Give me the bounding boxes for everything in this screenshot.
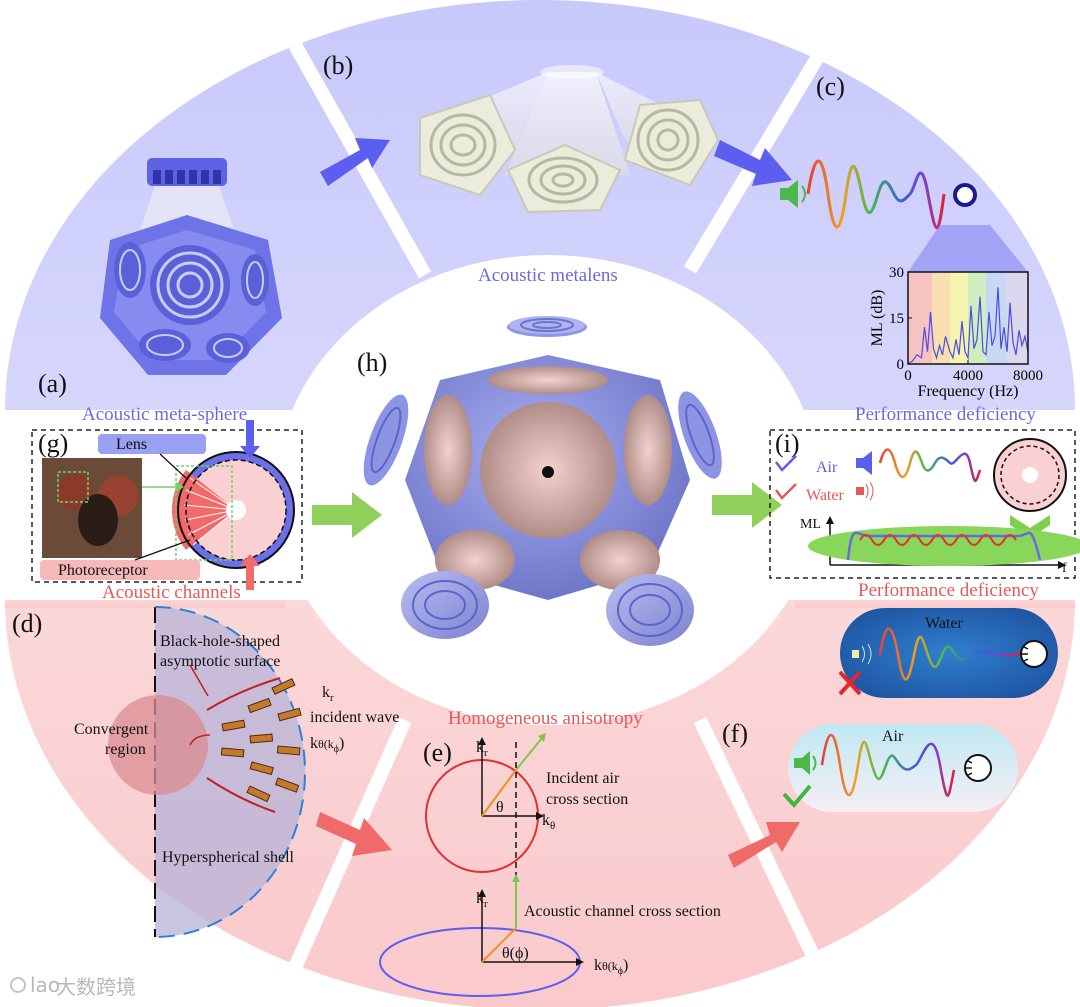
red-cross-icon: [838, 670, 862, 696]
air-box-speaker-icon: [794, 751, 817, 775]
speaker-icon: [780, 180, 806, 208]
photoreceptor-label: Photoreceptor: [58, 562, 148, 579]
panel-g-eye-diagram: [142, 420, 295, 590]
photoreceptor-tag: [40, 560, 200, 580]
title-performance-bottom: Performance deficiency: [858, 580, 1039, 601]
ml-axis-label: ML: [800, 517, 821, 532]
chart-x-tick-label: 8000: [1013, 368, 1043, 384]
panel-i-content: Air Water ML f: [775, 438, 1080, 576]
water-label: Water: [806, 487, 844, 504]
panel-d-diagram: Black-hole-shaped asymptotic surface Con…: [74, 606, 399, 938]
panel-label-c: (c): [816, 72, 845, 101]
chart-x-tick-label: 4000: [953, 368, 983, 384]
incident-air-label-1: Incident air: [546, 770, 620, 787]
arrow-d-to-e: [316, 812, 392, 856]
watermark: lao 大数跨境: [10, 973, 136, 999]
panel-h-sphere: [363, 316, 722, 646]
ktheta-label: kθ(kϕ): [310, 735, 344, 755]
convergent-label-1: Convergent: [74, 721, 149, 738]
e-kr-label: kr: [476, 739, 488, 759]
title-anisotropy: Homogeneous anisotropy: [448, 708, 643, 729]
f-axis-label: f: [1062, 561, 1067, 576]
chart-y-tick-label: 30: [889, 265, 904, 281]
arrow-e-to-f: [728, 822, 800, 868]
e-theta-label: θ: [496, 799, 504, 816]
kr-label: kr: [322, 684, 334, 704]
panel-label-i: (i): [775, 429, 800, 458]
arrow-h-to-i: [712, 482, 782, 528]
panel-label-d: (d): [12, 609, 42, 638]
hyperspherical-label: Hyperspherical shell: [162, 849, 295, 866]
chart-y-tick-label: 15: [889, 311, 904, 327]
incident-air-label-2: cross section: [546, 791, 628, 808]
title-performance-top: Performance deficiency: [855, 404, 1036, 425]
title-metalens: Acoustic metalens: [478, 265, 618, 286]
panel-label-a: (a): [38, 369, 67, 398]
theta-phi-label: θ(ϕ): [502, 945, 529, 962]
arrow-b-to-c: [714, 140, 792, 186]
title-channels: Acoustic channels: [102, 582, 241, 603]
panel-b-metalens: [419, 65, 720, 214]
panel-c-wave: [780, 159, 977, 230]
blue-check-icon: [775, 455, 797, 472]
water-box-label: Water: [925, 615, 963, 632]
panel-f-water: Water: [838, 608, 1058, 698]
chart-y-tick-label: 0: [897, 357, 905, 373]
chart-y-axis-label: ML (dB): [869, 290, 886, 347]
panel-g-frame: [31, 429, 303, 583]
air-label: Air: [816, 459, 838, 476]
down-arrow-icon: [240, 420, 260, 458]
up-arrow-icon: [240, 554, 260, 590]
blackhole-label-2: asymptotic surface: [160, 653, 280, 670]
panel-label-e: (e): [423, 738, 452, 767]
panel-i-frame: [769, 429, 1076, 579]
lens-tag: [98, 434, 206, 454]
chart-x-tick-label: 0: [904, 368, 912, 384]
air-speaker-icon: [856, 451, 872, 475]
acoustic-channel-label: Acoustic channel cross section: [524, 903, 721, 920]
kthetakphi-label: kθ(kϕ): [594, 957, 628, 977]
red-check-icon: [775, 483, 797, 500]
arrow-a-to-b: [320, 138, 390, 186]
panel-g-fly-photo: [42, 458, 142, 558]
chart-series-line: [907, 287, 1029, 365]
panel-label-f: (f): [722, 719, 748, 748]
arrow-g-to-h: [312, 492, 382, 538]
air-box-label: Air: [882, 728, 904, 745]
panel-a-metasphere: [100, 158, 282, 375]
lens-label: Lens: [116, 436, 147, 453]
panel-label-h: (h): [357, 348, 387, 377]
e-kr2-label: kr: [476, 890, 488, 910]
watermark-icon-text: lao: [30, 973, 60, 997]
convergent-label-2: region: [105, 741, 146, 758]
e-ktheta-label: kθ: [542, 812, 555, 832]
panel-f-air: Air: [782, 724, 1018, 812]
panel-label-b: (b): [323, 51, 353, 80]
watermark-text: 大数跨境: [56, 975, 136, 999]
chart-x-axis-label: Frequency (Hz): [918, 383, 1019, 400]
green-check-icon: [782, 784, 812, 809]
blackhole-label-1: Black-hole-shaped: [160, 633, 280, 650]
incident-wave-label: incident wave: [310, 709, 399, 726]
panel-e-diagram: kr θ kθ Incident air cross section kr Ac…: [379, 733, 721, 997]
chart-zoom-trapezoid: [908, 225, 1028, 272]
title-meta-sphere: Acoustic meta-sphere: [82, 404, 247, 425]
panel-label-g: (g): [38, 429, 68, 458]
